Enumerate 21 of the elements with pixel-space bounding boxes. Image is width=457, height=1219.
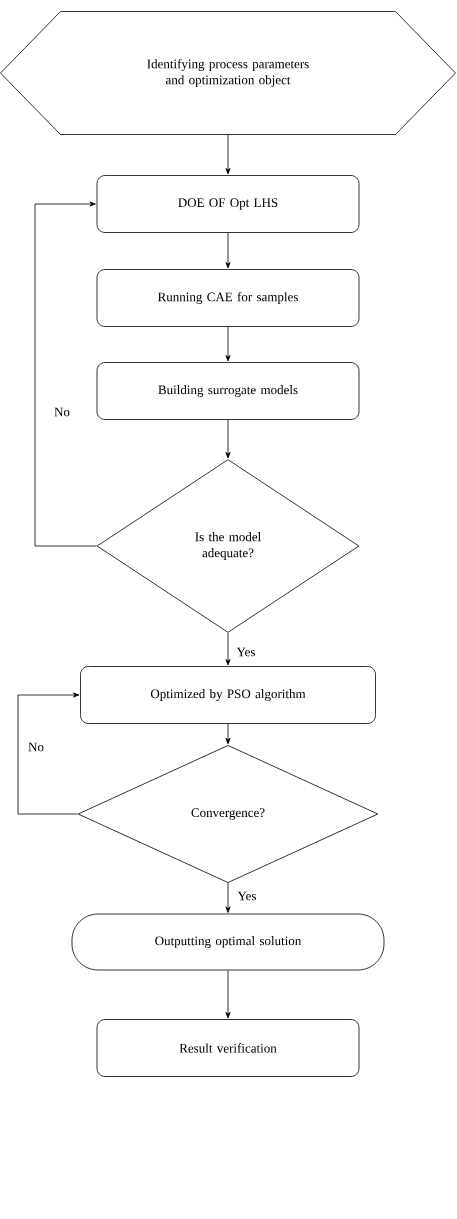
terminal-box: Outputting optimal solution	[71, 913, 385, 971]
arrow	[225, 632, 231, 666]
process-box: Running CAE for samples	[96, 269, 360, 327]
edge-label: Yes	[235, 646, 257, 658]
arrow	[225, 232, 231, 269]
process-box: Optimized by PSO algorithm	[80, 666, 376, 724]
edge-label: No	[27, 741, 45, 753]
arrow	[225, 723, 231, 745]
edge-label: No	[53, 406, 71, 418]
arrow	[225, 326, 231, 362]
process-box: Building surrogate models	[96, 362, 360, 420]
edge-label: Yes	[236, 890, 258, 902]
arrow	[34, 201, 97, 547]
process-box: DOE OF Opt LHS	[96, 175, 360, 233]
arrow	[17, 692, 80, 815]
process-box: Result verification	[96, 1019, 360, 1077]
arrow	[225, 882, 231, 913]
arrow	[225, 419, 231, 459]
hexagon-box: Identifying process parameters and optimization object	[0, 11, 456, 135]
arrow	[225, 970, 231, 1019]
arrow	[225, 134, 231, 175]
